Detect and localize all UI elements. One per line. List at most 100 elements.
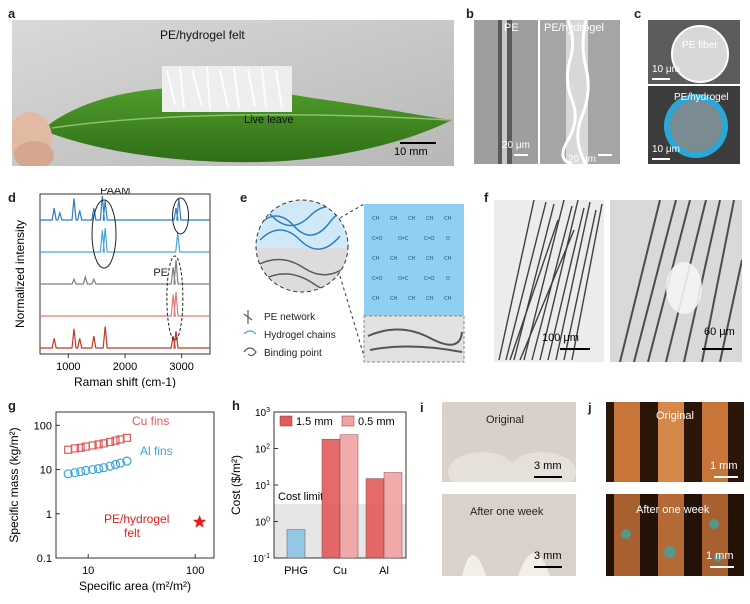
x-axis-label: Raman shift (cm-1): [74, 375, 176, 388]
original-label: Original: [656, 410, 694, 422]
scale-label: 3 mm: [534, 460, 562, 472]
pe-hydrogel-fiber-micrograph: [540, 20, 620, 164]
x-tick-label: 100: [186, 565, 204, 577]
y-tick-label: 0.1: [37, 553, 52, 565]
felt-label-line1: PE/hydrogel: [104, 512, 170, 526]
svg-text:CH: CH: [444, 296, 452, 302]
cu-fins-point: [99, 439, 108, 448]
y-axis-label: Cost ($/m²): [229, 455, 243, 515]
legend-swatch: [341, 415, 355, 427]
panel-f-photo-right: 60 μm: [610, 200, 742, 362]
panel-g-label: g: [8, 398, 16, 413]
panel-b-photo-pe: PE 20 μm: [474, 20, 538, 164]
scale-bar: [560, 348, 590, 350]
scale-bar: [400, 142, 436, 144]
al-fins-point: [76, 466, 86, 477]
svg-text:O=C: O=C: [398, 236, 409, 242]
svg-text:O: O: [446, 236, 450, 242]
panel-h-label: h: [232, 398, 240, 413]
scale-label: 10 μm: [652, 64, 680, 75]
scale-bar: [652, 158, 670, 160]
plot-frame: [39, 193, 211, 355]
spectrum-line: [40, 291, 210, 317]
cost-bar: [286, 529, 306, 559]
panel-c-photo-bottom: PE/hydrogel 10 μm: [648, 86, 740, 164]
cu-fins-point: [76, 443, 85, 452]
pe-label: PE: [153, 267, 168, 279]
legend-hydrogel-chains: Hydrogel chains: [264, 330, 336, 341]
svg-text:CH: CH: [390, 256, 398, 262]
cost-bar: [383, 472, 403, 559]
scale-bar: [514, 154, 528, 156]
x-tick-label: PHG: [284, 565, 308, 577]
x-tick-label: Cu: [333, 565, 347, 577]
scale-label: 20 μm: [502, 140, 530, 151]
svg-text:CH: CH: [390, 216, 398, 222]
panel-j-label: j: [588, 400, 592, 415]
felt-original-photo: [442, 402, 576, 482]
al-fins-point: [70, 468, 80, 478]
y-tick-label: 103: [255, 407, 270, 419]
al-fins-point: [115, 458, 125, 468]
y-axis-label: Specific mass (kg/m²): [7, 427, 21, 542]
svg-text:CH: CH: [426, 216, 434, 222]
scale-label: 1 mm: [710, 460, 738, 472]
paam-ch-ellipse: [172, 197, 190, 235]
y-tick-label: 102: [255, 444, 270, 456]
svg-text:O=C: O=C: [398, 276, 409, 282]
y-tick-label: 100: [34, 420, 52, 432]
leaf-felt-illustration: [12, 20, 454, 166]
panel-a-photo: PE/hydrogel felt Live leave 10 mm: [12, 20, 454, 166]
x-tick-label: 3000: [169, 361, 193, 373]
cu-fins-label: Cu fins: [132, 414, 170, 428]
cu-fins-point: [88, 441, 97, 450]
paam-label: PAAM: [100, 188, 130, 197]
leaf-label: Live leave: [244, 114, 294, 126]
cu-fins-point: [122, 433, 131, 442]
legend-pe-network: PE network: [264, 312, 316, 323]
scale-label: 100 μm: [542, 332, 579, 344]
al-fins-point: [105, 461, 115, 471]
panel-j-photo-top: Original 1 mm: [606, 402, 744, 482]
panel-b-photo-pehydrogel: PE/hydrogel 20 μm: [540, 20, 620, 164]
cu-fins-point: [70, 444, 79, 453]
al-fins-label: Al fins: [140, 444, 173, 458]
svg-text:CH: CH: [408, 256, 416, 262]
pe-peak-ellipse: [166, 255, 184, 341]
panel-f-label: f: [484, 190, 489, 205]
scale-label: 10 mm: [394, 146, 428, 158]
scale-label: 10 μm: [652, 144, 680, 155]
svg-text:CH: CH: [372, 256, 380, 262]
cost-bar: [339, 434, 359, 559]
cu-fins-point: [64, 445, 73, 454]
pe-fiber-sem: [648, 20, 740, 84]
x-tick-label: Al: [379, 565, 389, 577]
pe-fiber-micrograph: [474, 20, 538, 164]
pe-hydrogel-label: PE/hydrogel: [544, 22, 604, 34]
panel-a-label: a: [8, 6, 16, 21]
pe-fiber-label: PE fiber: [682, 40, 718, 51]
scale-label: 3 mm: [534, 550, 562, 562]
felt-after-week-photo: [442, 494, 576, 576]
scale-bar: [598, 154, 612, 156]
y-tick-label: 10: [40, 465, 52, 477]
metal-after-week-photo: [606, 494, 744, 576]
spectrum-line: [40, 326, 210, 349]
al-fins-point: [110, 459, 121, 470]
panel-d-label: d: [8, 190, 16, 205]
scale-label: 60 μm: [704, 326, 735, 338]
pe-hydrogel-label: PE/hydrogel: [674, 92, 729, 103]
pe-label: PE: [504, 22, 519, 34]
svg-text:CH: CH: [372, 216, 380, 222]
spectrum-line: [40, 227, 210, 253]
svg-text:CH: CH: [426, 296, 434, 302]
legend-label: 1.5 mm: [296, 416, 333, 428]
al-fins-point: [99, 463, 109, 473]
svg-text:CH: CH: [444, 216, 452, 222]
y-tick-label: 100: [255, 517, 270, 529]
panel-b-label: b: [466, 6, 474, 21]
y-tick-label: 101: [255, 480, 270, 492]
